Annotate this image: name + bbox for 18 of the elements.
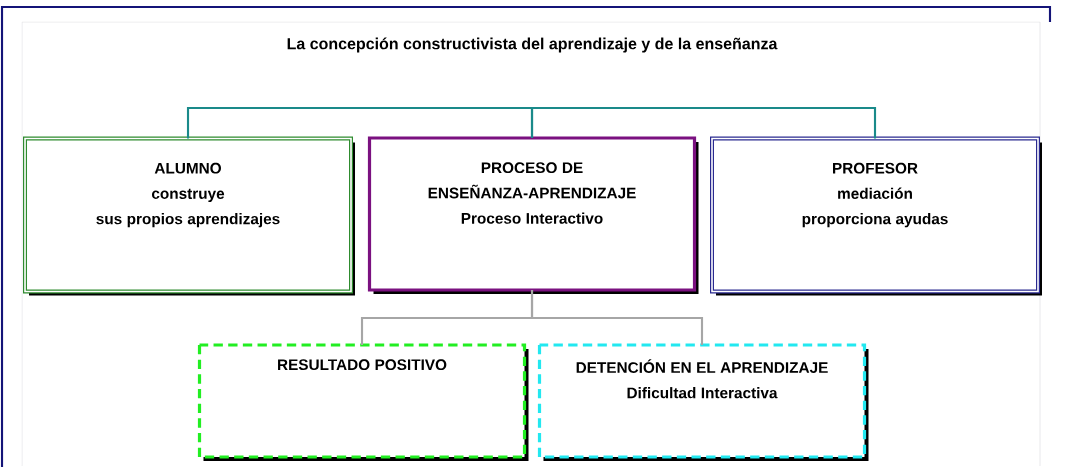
box-heading: RESULTADO POSITIVO	[278, 359, 447, 371]
connector	[530, 106, 877, 139]
connector	[186, 106, 534, 139]
box	[367, 136, 699, 294]
box-heading: PROFESOR	[833, 162, 918, 174]
title: La concepción constructivista del aprendizaje y de la enseñanza	[287, 37, 778, 53]
box	[23, 136, 355, 296]
box-heading: DETENCIÓN EN EL APRENDIZAJE	[576, 359, 828, 373]
box	[197, 343, 529, 461]
box	[710, 136, 1042, 296]
box	[537, 343, 869, 461]
box-text: Proceso Interactivo	[461, 212, 603, 224]
connector	[530, 290, 704, 345]
box-text: mediación proporciona ayudas	[802, 187, 948, 228]
box-heading: PROCESO DE ENSEÑANZA-APRENDIZAJE	[428, 162, 636, 199]
box-text: Dificultad Interactiva	[627, 387, 778, 399]
box-text: construye sus propios aprendizajes	[96, 188, 280, 228]
box-heading: ALUMNO	[154, 162, 221, 174]
